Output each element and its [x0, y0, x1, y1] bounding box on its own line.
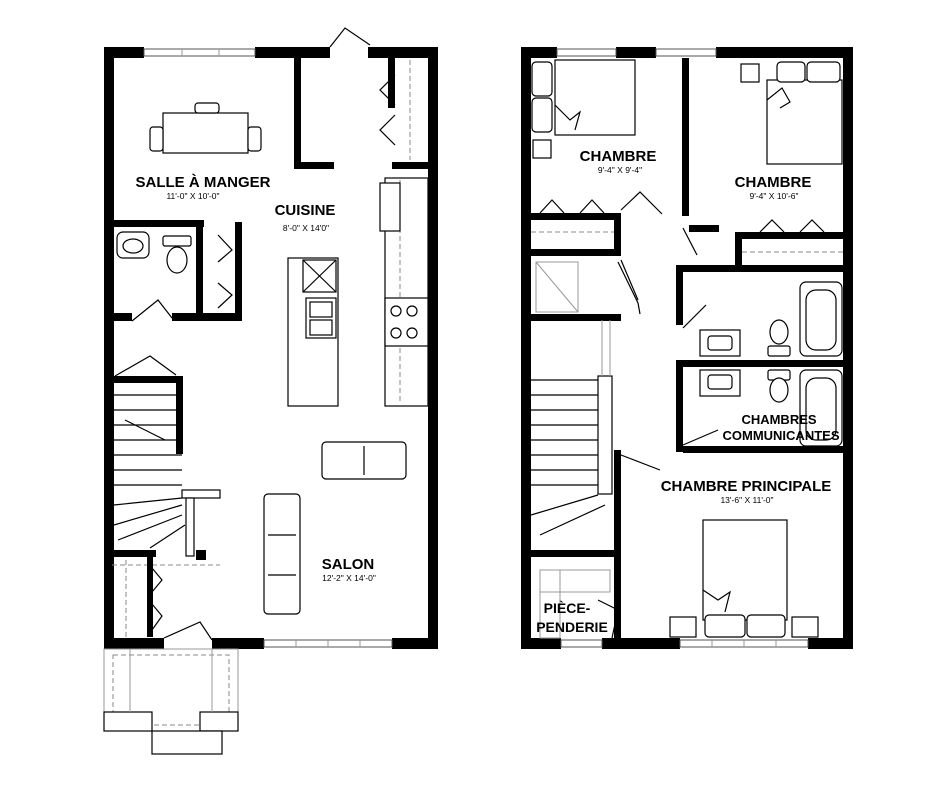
- ground-floor: SALLE À MANGER 11'-0" X 10'-0" CUISINE 8…: [103, 27, 438, 755]
- exterior-wall-right: [428, 47, 438, 649]
- bed-bedroom-1: [531, 59, 636, 159]
- exterior-wall-bottom: [104, 638, 164, 649]
- front-porch: [103, 648, 239, 755]
- kitchen-island: [287, 257, 339, 407]
- window-top-bedroom-1: [556, 48, 617, 57]
- window-top-bedroom-2: [655, 48, 717, 57]
- label-chambre-2: CHAMBRE: [735, 174, 812, 191]
- door-swing-powder: [131, 299, 173, 322]
- fridge-icon: [379, 182, 401, 232]
- dims-salon: 12'-2" X 14'-0": [322, 573, 376, 583]
- door-swing-top: [329, 27, 371, 48]
- label-salon: SALON: [322, 556, 375, 573]
- door-swing-bath-2: [682, 429, 719, 446]
- staircase-upper: [530, 320, 621, 557]
- powder-room-wall: [104, 220, 204, 227]
- entry-closet-wall: [147, 557, 153, 637]
- window-top-dining: [143, 48, 256, 57]
- exterior-wall-left-upper: [521, 47, 531, 649]
- dims-cuisine: 8'-0" X 14'0": [283, 223, 329, 233]
- label-cuisine: CUISINE: [275, 202, 336, 219]
- pantry-wall: [294, 58, 301, 168]
- closet-bifold-doors: [379, 74, 396, 146]
- label-chambre-1: CHAMBRE: [580, 148, 657, 165]
- stove-icon: [384, 297, 429, 347]
- staircase: [112, 355, 221, 566]
- linen-closet: [535, 261, 579, 313]
- kitchen-counter: [379, 177, 429, 407]
- label-chambres-communicantes-1: CHAMBRES: [741, 412, 816, 427]
- door-swing-linen: [620, 259, 639, 301]
- dims-chambre-principale: 13'-6" X 11'-0": [720, 495, 773, 505]
- door-swing-bath-1: [682, 304, 707, 329]
- label-salle-a-manger: SALLE À MANGER: [136, 174, 271, 191]
- dims-chambre-2: 9'-4" X 10'-6": [750, 191, 799, 201]
- bed-bedroom-2: [740, 61, 843, 165]
- exterior-wall-right-upper: [843, 47, 853, 649]
- dims-chambre-1: 9'-4" X 9'-4": [598, 165, 642, 175]
- door-swing-bedroom-1: [620, 191, 663, 215]
- label-piece-penderie-1: PIÈCE-: [544, 600, 591, 616]
- closet-doors-bedroom-2: [759, 219, 825, 233]
- exterior-wall-left: [104, 47, 114, 649]
- door-swing-master: [620, 454, 661, 471]
- closet-doors-hall: [217, 234, 233, 309]
- label-piece-penderie-2: PENDERIE: [536, 619, 608, 635]
- dims-salle-a-manger: 11'-0" X 10'-0": [166, 191, 219, 201]
- exterior-wall-top: [104, 47, 144, 58]
- closet-doors-entry: [151, 567, 163, 631]
- toilet-icon: [162, 235, 192, 247]
- sofa-large: [263, 493, 301, 615]
- label-chambres-communicantes-2: COMMUNICANTES: [723, 428, 840, 443]
- closet-doors-bedroom-1: [539, 199, 605, 214]
- bed-master: [669, 519, 819, 638]
- window-bottom-walkin: [560, 639, 603, 648]
- walk-in-closet: [539, 569, 619, 639]
- upper-floor: CHAMBRE 9'-4" X 9'-4" CHAMBRE 9'-4" X 10…: [521, 47, 853, 649]
- label-chambre-principale: CHAMBRE PRINCIPALE: [661, 478, 832, 495]
- dining-table: [149, 102, 262, 154]
- door-swing-bedroom-2: [682, 227, 698, 256]
- toilet-icon-bath-1: [769, 319, 789, 345]
- door-swing-entry: [163, 621, 213, 641]
- sofa-small: [321, 441, 407, 480]
